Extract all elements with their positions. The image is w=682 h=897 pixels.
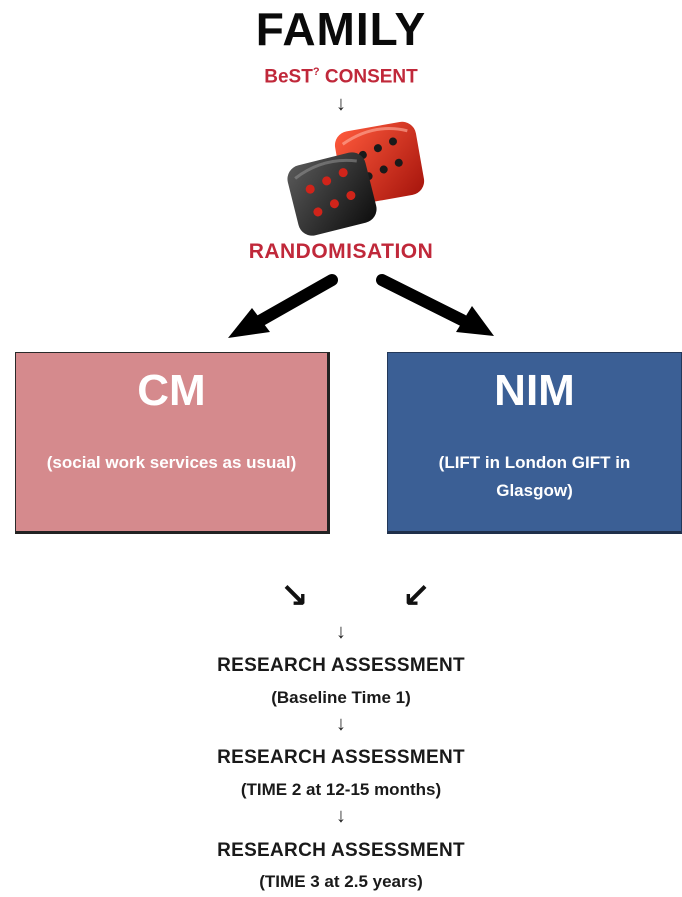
nim-subtitle: (LIFT in London GIFT in Glasgow) <box>438 453 631 500</box>
cm-title: CM <box>137 366 206 415</box>
assessment-3-label: RESEARCH ASSESSMENT <box>217 840 465 861</box>
assessment-1-detail: (Baseline Time 1) <box>271 688 411 707</box>
dice-icon <box>287 121 425 236</box>
down-arrow-icon: ↓ <box>336 621 346 643</box>
consent-label: BeST? CONSENT <box>0 66 682 88</box>
down-arrow-icon: ↓ <box>336 93 346 115</box>
randomisation-label: RANDOMISATION <box>248 240 434 263</box>
right-split-arrow-icon <box>376 274 494 336</box>
cm-box: CM (social work services as usual) <box>15 352 330 534</box>
consent-best: BeST <box>264 66 313 88</box>
diagram-title: FAMILY <box>255 3 427 55</box>
assessment-2-detail: (TIME 2 at 12-15 months) <box>240 780 442 799</box>
assessment-1-label: RESEARCH ASSESSMENT <box>217 655 465 676</box>
merge-arrow-left-icon: ↘ <box>280 577 309 615</box>
nim-title: NIM <box>494 366 575 415</box>
consent-suffix: CONSENT <box>319 66 418 88</box>
assessment-2-label: RESEARCH ASSESSMENT <box>217 747 465 768</box>
consent-superscript: ? <box>312 66 320 78</box>
nim-box: NIM (LIFT in London GIFT in Glasgow) <box>387 352 682 534</box>
split-arrows <box>228 274 494 338</box>
down-arrow-icon: ↓ <box>336 713 346 735</box>
merge-arrow-right-icon: ↙ <box>402 577 431 615</box>
down-arrow-icon: ↓ <box>336 805 346 827</box>
cm-subtitle: (social work services as usual) <box>46 453 297 472</box>
assessment-3-detail: (TIME 3 at 2.5 years) <box>259 872 423 891</box>
left-split-arrow-icon <box>228 274 338 338</box>
